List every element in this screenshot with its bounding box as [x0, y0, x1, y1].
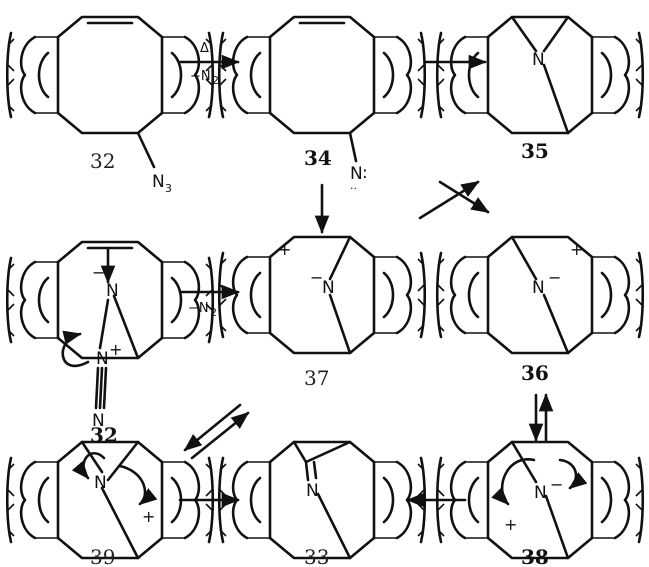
triazoline-n1: N — [106, 281, 119, 301]
arrow-cross-down — [438, 180, 490, 214]
cation-n-39: N — [94, 473, 107, 493]
zwitterion-minus-37: − — [310, 268, 323, 287]
label-32-mid: 32 — [90, 423, 118, 447]
azide-n: N — [152, 172, 165, 192]
nitrene-dots-below: .. — [350, 179, 357, 192]
zwitterion-plus-36: + — [570, 240, 583, 259]
triazoline-minus: − — [92, 263, 105, 282]
compound-37-zwitterion: N − + — [217, 235, 427, 355]
condition-minus-n2: −N — [190, 69, 211, 84]
compound-38-zwitterion: N − + — [435, 440, 645, 560]
triazoline-n3: N — [92, 411, 105, 431]
cation-plus-39: + — [142, 507, 155, 526]
label-35: 35 — [521, 139, 549, 163]
nitrene-n: N — [350, 164, 363, 184]
zwitterion-minus-36: − — [548, 268, 561, 287]
nitrene-dots: : — [362, 163, 368, 183]
zwitterion-plus-37: + — [278, 240, 291, 259]
arrow-39-to-37 — [190, 411, 250, 460]
condition-minus-n2-mid-sub: 2 — [210, 306, 217, 319]
compound-35-aziridine: N — [435, 15, 645, 135]
label-38: 38 — [521, 545, 549, 567]
label-39: 39 — [90, 545, 115, 567]
aziridine-n: N — [532, 50, 545, 70]
arrow-cross-up — [418, 180, 480, 220]
zwitterion-n-38: N — [534, 483, 547, 503]
label-36: 36 — [521, 361, 549, 385]
condition-minus-n2-sub: 2 — [212, 74, 219, 87]
label-32-top: 32 — [90, 149, 115, 173]
triazoline-plus: + — [109, 340, 122, 359]
condition-delta: Δ — [200, 41, 209, 56]
azide-subscript: 3 — [165, 182, 172, 195]
compound-32-azide: N 3 — [5, 15, 215, 195]
zwitterion-minus-38: − — [550, 475, 563, 494]
zwitterion-n-37: N — [322, 278, 335, 298]
zwitterion-n-36: N — [532, 278, 545, 298]
triazoline-n2: N — [96, 349, 109, 369]
condition-minus-n2-mid: −N — [188, 301, 209, 316]
zwitterion-plus-38: + — [504, 515, 517, 534]
compound-34-nitrene: N : .. — [217, 15, 427, 192]
imine-n: N — [306, 481, 319, 501]
compound-32-triazoline: − N N + N — [5, 240, 215, 431]
compound-33-imine: N — [217, 440, 427, 560]
compound-36-zwitterion: N − + — [435, 235, 645, 355]
label-37: 37 — [304, 366, 329, 390]
compound-39-cation: N + — [5, 440, 215, 560]
label-34: 34 — [304, 146, 332, 170]
label-33: 33 — [304, 545, 329, 567]
